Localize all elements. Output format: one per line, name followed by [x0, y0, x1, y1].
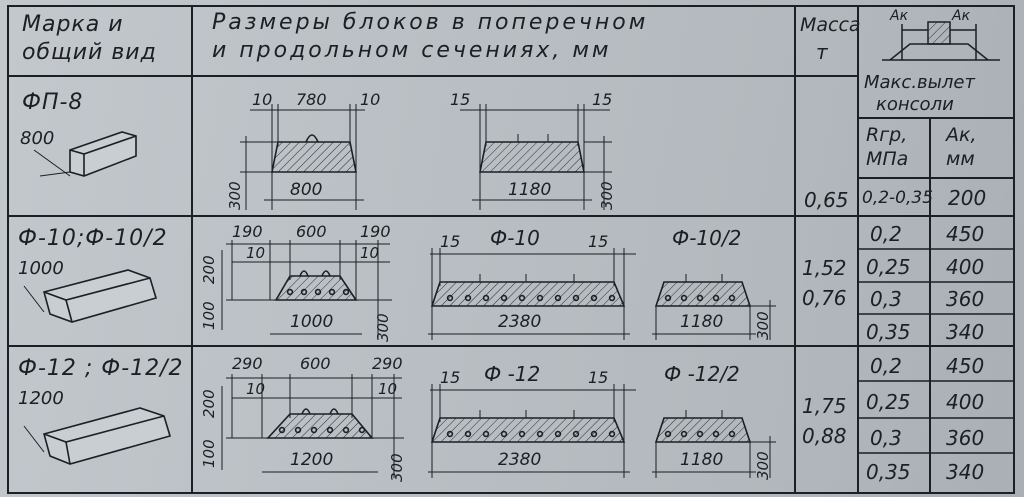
console-schematic: [882, 21, 1000, 61]
row2-cross-height: 300: [374, 313, 392, 342]
f12-2-long-section: [652, 410, 776, 478]
header-ak-line1: Ак,: [946, 124, 977, 146]
row1-console-rgr: 0,2-0,35: [862, 188, 934, 208]
row1-cross-bottom: 800: [290, 180, 323, 200]
row2-longa-end-left: 15: [440, 232, 461, 251]
row2-cross-h-bottom: 100: [200, 301, 218, 330]
row1-cross-side-left: 10: [252, 90, 273, 109]
row3-console-rgr-3: 0,3: [870, 426, 902, 450]
row1-long-end-right: 15: [592, 90, 613, 109]
schematic-label-left: Ак: [890, 8, 909, 24]
fp8-cross-section: [240, 104, 365, 210]
row2-length-label: 1000: [18, 258, 64, 279]
header-console-line2: консоли: [876, 94, 954, 115]
header-mass-line2: т: [816, 40, 828, 64]
row3-longb-height: 300: [754, 451, 772, 480]
row2-console-rgr-4: 0,35: [866, 320, 911, 344]
row2-cross-bottom: 1000: [290, 312, 334, 332]
header-mass-line1: Масса: [800, 14, 861, 36]
row3-cross-bottom: 1200: [290, 450, 334, 470]
row1-cross-side-right: 10: [360, 90, 381, 109]
block-fp8-view: [33, 131, 137, 177]
row1-cross-top: 780: [296, 90, 327, 109]
row1-length-label: 800: [20, 128, 55, 149]
f10-2-long-section: [652, 274, 776, 340]
row2-longa-title: Ф-10: [490, 226, 540, 250]
row3-mass-2: 0,88: [802, 424, 847, 448]
row3-cross-h-bottom: 100: [200, 439, 218, 468]
row1-long-end-left: 15: [450, 90, 471, 109]
f10-cross-section: [221, 240, 392, 340]
row1-long-length: 1180: [508, 180, 552, 200]
row3-console-rgr-4: 0,35: [866, 460, 911, 484]
row2-longb-length: 1180: [680, 312, 724, 332]
row2-longa-length: 2380: [498, 312, 542, 332]
f10-long-section: [428, 248, 636, 340]
row3-console-ak-2: 400: [946, 390, 985, 414]
row2-cross-inner-left: 10: [246, 244, 266, 262]
row3-longa-end-right: 15: [588, 368, 609, 387]
row3-longb-title: Ф -12/2: [664, 362, 740, 386]
fp8-long-section: [460, 104, 612, 210]
header-rgr-line2: МПа: [866, 148, 909, 170]
header-console-line1: Макс.вылет: [864, 72, 975, 93]
header-mark-line1: Марка и: [22, 12, 124, 37]
row2-longa-end-right: 15: [588, 232, 609, 251]
row2-cross-h-top: 200: [200, 255, 218, 284]
row3-longa-length: 2380: [498, 450, 542, 470]
row3-longa-end-left: 15: [440, 368, 461, 387]
row2-longb-height: 300: [754, 311, 772, 340]
row3-console-ak-1: 450: [946, 354, 985, 378]
row1-long-height: 300: [598, 181, 616, 210]
row3-console-ak-4: 340: [946, 460, 985, 484]
f12-long-section: [428, 384, 636, 478]
row2-console-rgr-1: 0,2: [870, 222, 902, 246]
header-mark-line2: общий вид: [22, 40, 157, 65]
row2-console-rgr-2: 0,25: [866, 255, 911, 279]
row2-cross-inner-right: 10: [360, 244, 380, 262]
row2-cross-side-right: 190: [360, 222, 391, 241]
row1-mass-1: 0,65: [804, 188, 849, 212]
row3-console-rgr-2: 0,25: [866, 390, 911, 414]
row3-console-rgr-1: 0,2: [870, 354, 902, 378]
row2-console-ak-1: 450: [946, 222, 985, 246]
row2-mark: Ф-10;Ф-10/2: [18, 226, 168, 251]
row1-console-ak: 200: [948, 186, 987, 210]
row2-mass-1: 1,52: [802, 256, 847, 280]
header-dims-line1: Размеры блоков в поперечном: [212, 10, 649, 35]
row1-cross-height: 300: [226, 181, 244, 210]
row3-cross-height: 300: [388, 453, 406, 482]
row2-console-ak-4: 340: [946, 320, 985, 344]
row3-cross-h-top: 200: [200, 389, 218, 418]
block-f12-view: [23, 407, 172, 465]
schematic-label-right: Ак: [952, 8, 971, 24]
row3-length-label: 1200: [18, 388, 64, 409]
row3-longb-length: 1180: [680, 450, 724, 470]
header-ak-line2: мм: [946, 148, 975, 170]
row3-cross-side-right: 290: [372, 354, 403, 373]
row2-longb-title: Ф-10/2: [672, 226, 742, 250]
row3-cross-inner-right: 10: [378, 380, 398, 398]
f12-cross-section: [221, 374, 404, 478]
row2-mass-2: 0,76: [802, 286, 847, 310]
row2-cross-side-left: 190: [232, 222, 263, 241]
row3-mass-1: 1,75: [802, 394, 847, 418]
header-rgr-line1: Rгр,: [866, 124, 908, 146]
row3-cross-top: 600: [300, 354, 331, 373]
row2-console-ak-2: 400: [946, 255, 985, 279]
row2-console-ak-3: 360: [946, 287, 985, 311]
row3-mark: Ф-12 ; Ф-12/2: [18, 356, 184, 381]
header-dims-line2: и продольном сечениях, мм: [212, 38, 612, 63]
row3-longa-title: Ф -12: [484, 362, 541, 386]
row2-console-rgr-3: 0,3: [870, 287, 902, 311]
row1-mark: ФП-8: [22, 90, 84, 115]
row3-cross-side-left: 290: [232, 354, 263, 373]
row2-cross-top: 600: [296, 222, 327, 241]
row3-cross-inner-left: 10: [246, 380, 266, 398]
block-f10-view: [23, 269, 157, 323]
row3-console-ak-3: 360: [946, 426, 985, 450]
